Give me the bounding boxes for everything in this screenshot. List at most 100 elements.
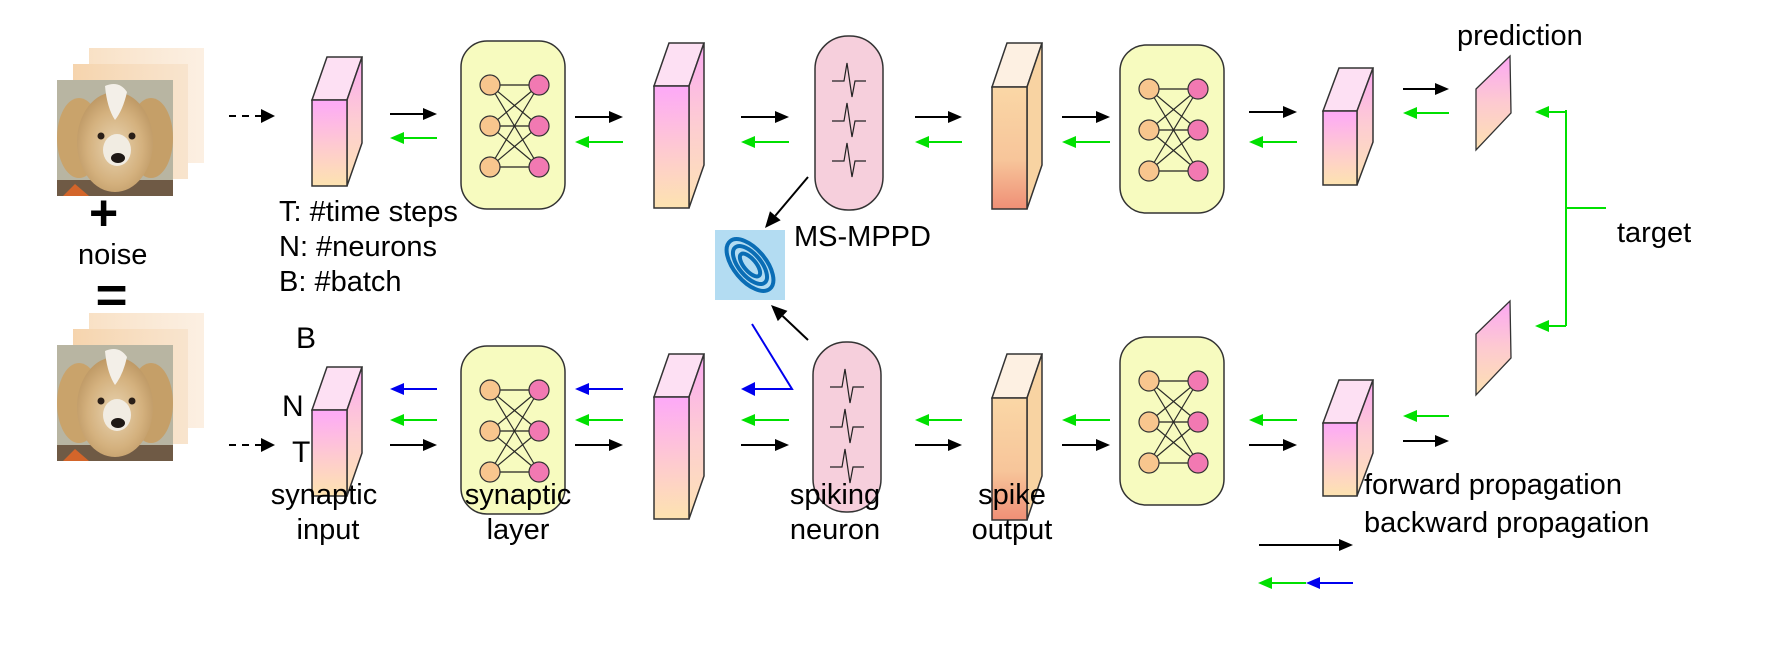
backward-arrow-green xyxy=(575,136,623,148)
forward-arrow xyxy=(1249,106,1297,118)
bottom-spike-output xyxy=(990,353,1044,521)
bottom-synaptic-input-2 xyxy=(652,353,706,520)
top-synaptic-input xyxy=(310,56,364,187)
input-node-icon xyxy=(1138,78,1160,100)
bottom-prediction xyxy=(1475,299,1512,397)
backward-arrow-green xyxy=(1062,136,1110,148)
output-node-icon xyxy=(528,420,550,442)
noise-label: noise xyxy=(78,239,148,271)
input-node-icon xyxy=(479,156,501,178)
input-node-icon xyxy=(479,115,501,137)
target-arrow-bottom xyxy=(1535,320,1566,332)
spiking-neuron-box xyxy=(812,341,882,513)
forward-arrow xyxy=(915,439,962,451)
input-node-icon xyxy=(479,461,501,483)
output-node-icon xyxy=(1187,452,1209,474)
legend-forward-arrow xyxy=(1259,539,1353,551)
forward-arrow xyxy=(915,111,962,123)
input-node-icon xyxy=(479,379,501,401)
legend-backward-label: backward propagation xyxy=(1364,507,1650,539)
top-synaptic-layer xyxy=(460,40,566,210)
label-spike-output-2: output xyxy=(971,514,1053,546)
spiking-neuron-box xyxy=(814,35,884,211)
forward-arrow xyxy=(1062,439,1110,451)
spike-waveform-icon xyxy=(832,62,866,98)
forward-arrow xyxy=(390,108,437,120)
backward-arrow-green xyxy=(1062,414,1110,426)
backward-arrow-green xyxy=(741,414,789,426)
arrow-bottom-neuron-to-mppd xyxy=(771,305,809,341)
forward-arrow xyxy=(1403,435,1449,447)
dim-legend-b: B: #batch xyxy=(279,266,402,298)
backward-arrow-green xyxy=(1249,414,1297,426)
top-synaptic-input-3 xyxy=(1321,67,1375,186)
dim-legend-t: T: #time steps xyxy=(279,196,458,228)
target-bracket xyxy=(1565,110,1606,326)
mppd-label: MS-MPPD xyxy=(794,221,931,253)
bottom-synaptic-layer xyxy=(460,345,566,515)
label-synaptic-input-1: synaptic xyxy=(270,479,378,511)
backward-arrow-green xyxy=(915,414,962,426)
output-node-icon xyxy=(1187,78,1209,100)
output-node-icon xyxy=(528,74,550,96)
input-image-clean xyxy=(57,48,204,196)
output-node-icon xyxy=(528,379,550,401)
input-node-icon xyxy=(479,420,501,442)
output-node-icon xyxy=(1187,119,1209,141)
input-node-icon xyxy=(1138,119,1160,141)
bottom-spiking-neuron xyxy=(812,341,882,513)
label-synaptic-layer-1: synaptic xyxy=(464,479,572,511)
arrow-neuron-to-mppd xyxy=(765,176,809,228)
top-synaptic-input-2 xyxy=(652,42,706,209)
backward-arrow-green xyxy=(1249,136,1297,148)
backward-arrow-green xyxy=(741,136,789,148)
backward-arrow-green xyxy=(575,414,623,426)
mppd-icon xyxy=(715,230,785,300)
label-synaptic-layer-2: layer xyxy=(486,514,550,546)
legend-arrow-blue xyxy=(1306,577,1353,589)
axis-label-n: N xyxy=(282,390,304,423)
label-spike-output-1: spike xyxy=(978,479,1046,511)
plus-operator: + xyxy=(89,185,119,241)
input-node-icon xyxy=(1138,370,1160,392)
dog-nose-icon xyxy=(111,418,125,428)
axis-label-b: B xyxy=(296,322,317,355)
contour-ring-icon xyxy=(730,244,770,286)
dog-nose-icon xyxy=(111,153,125,163)
input-node-icon xyxy=(1138,452,1160,474)
bottom-synaptic-layer-2 xyxy=(1119,336,1225,506)
top-prediction xyxy=(1475,54,1512,152)
legend-arrow-green xyxy=(1258,577,1306,589)
label-spiking-neuron-2: neuron xyxy=(789,514,881,546)
dashed-arrow-bottom xyxy=(229,438,275,452)
axis-label-t: T xyxy=(292,436,311,469)
spike-waveform-icon xyxy=(830,408,864,444)
equals-operator: = xyxy=(95,267,128,323)
output-node-icon xyxy=(528,115,550,137)
target-label: target xyxy=(1617,217,1692,249)
backward-arrow-blue xyxy=(390,383,437,395)
bottom-synaptic-input xyxy=(310,366,364,497)
forward-arrow xyxy=(741,111,789,123)
forward-arrow xyxy=(1062,111,1110,123)
top-spiking-neuron xyxy=(814,35,884,211)
legend-forward-label: forward propagation xyxy=(1364,469,1622,501)
top-synaptic-layer-2 xyxy=(1119,44,1225,214)
prediction-label: prediction xyxy=(1457,20,1583,52)
contour-ring-icon xyxy=(737,251,763,279)
backward-arrow-green xyxy=(390,414,437,426)
spike-waveform-icon xyxy=(830,368,864,404)
spike-waveform-icon xyxy=(832,142,866,178)
dim-legend-n: N: #neurons xyxy=(279,231,437,263)
backward-arrow-green xyxy=(1403,410,1449,422)
forward-arrow xyxy=(1403,83,1449,95)
output-node-icon xyxy=(1187,160,1209,182)
spike-waveform-icon xyxy=(830,448,864,484)
output-node-icon xyxy=(528,461,550,483)
top-spike-output xyxy=(990,42,1044,210)
bottom-synaptic-input-3 xyxy=(1321,379,1375,497)
input-node-icon xyxy=(1138,411,1160,433)
input-node-icon xyxy=(1138,160,1160,182)
output-node-icon xyxy=(528,156,550,178)
